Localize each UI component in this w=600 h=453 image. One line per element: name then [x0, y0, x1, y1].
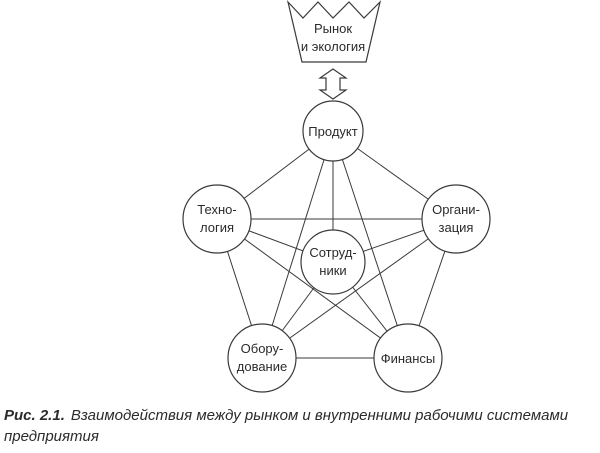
node-employees-circle: [300, 229, 366, 295]
node-product-circle: [302, 100, 364, 162]
node-finance-circle: [373, 323, 443, 393]
node-organization: Органи- зация: [421, 184, 491, 254]
figure-caption: Рис. 2.1.Взаимодействия между рынком и в…: [4, 405, 596, 447]
edge-technology-finance: [216, 218, 409, 359]
market-label-line1: Рынок: [314, 21, 352, 36]
node-finance-label: Финансы: [381, 351, 436, 366]
node-equipment-circle: [227, 323, 297, 393]
node-technology-label-line2: логия: [200, 220, 234, 235]
market-label-line2: и экология: [301, 39, 365, 54]
node-equipment-label-line1: Обору-: [241, 341, 284, 356]
node-equipment: Обору- дование: [227, 323, 297, 393]
node-technology: Техно- логия: [182, 184, 252, 254]
node-technology-label-line1: Техно-: [197, 202, 236, 217]
node-product: Продукт: [302, 100, 364, 162]
double-arrow-icon: [318, 68, 348, 100]
node-organization-label-line2: зация: [439, 220, 474, 235]
market-crown: Рынок и экология: [286, 0, 382, 63]
node-product-label: Продукт: [308, 124, 357, 139]
interaction-diagram: Рынок и экология Продукт Техно- логия Ор…: [182, 0, 491, 393]
node-organization-circle: [421, 184, 491, 254]
node-finance: Финансы: [373, 323, 443, 393]
edge-product-finance: [332, 130, 409, 359]
node-technology-circle: [182, 184, 252, 254]
edge-product-equipment: [261, 130, 334, 359]
figure-caption-text: Взаимодействия между рынком и внутренним…: [4, 407, 569, 445]
node-employees-label-line1: Сотруд-: [309, 245, 356, 260]
figure-number: Рис. 2.1.: [4, 407, 65, 424]
node-employees-label-line2: ники: [319, 263, 346, 278]
edge-organization-equipment: [261, 218, 457, 359]
node-employees: Сотруд- ники: [300, 229, 366, 295]
crown-shape: [286, 0, 382, 63]
node-equipment-label-line2: дование: [237, 359, 287, 374]
node-organization-label-line1: Органи-: [432, 202, 480, 217]
